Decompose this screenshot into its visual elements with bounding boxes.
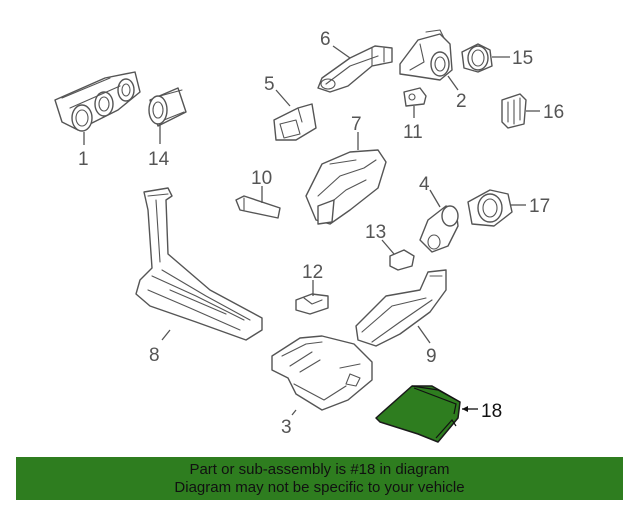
callout-2: 2: [456, 91, 467, 112]
leader-6: [332, 45, 351, 59]
callout-16: 16: [543, 102, 564, 123]
callout-13: 13: [365, 222, 386, 243]
callout-11: 11: [403, 122, 423, 143]
callout-5: 5: [264, 74, 275, 95]
notice-line-2: Diagram may not be specific to your vehi…: [174, 479, 465, 496]
part-5-vent-insert[interactable]: [273, 103, 317, 141]
callout-17: 17: [529, 196, 550, 217]
fitment-notice-banner: Part or sub-assembly is #18 in diagram D…: [16, 457, 623, 500]
part-16-vent-grille[interactable]: [501, 93, 527, 129]
leader-18-arrowhead: [462, 406, 468, 412]
part-10-seal-strip[interactable]: [235, 195, 281, 219]
leader-3: [291, 409, 297, 416]
part-2-vent-housing[interactable]: [399, 29, 453, 81]
part-4-vent-housing[interactable]: [419, 205, 459, 253]
part-9-rear-duct[interactable]: [355, 269, 447, 347]
leader-4: [429, 189, 441, 208]
part-14-vent[interactable]: [148, 87, 187, 127]
leader-2: [447, 75, 459, 91]
part-12-bracket[interactable]: [295, 293, 329, 315]
callout-4: 4: [419, 174, 430, 195]
leader-13: [381, 239, 395, 255]
part-11-clip[interactable]: [403, 87, 427, 107]
part-18-highlighted[interactable]: [375, 385, 461, 443]
callout-14: 14: [148, 149, 170, 170]
callout-1: 1: [78, 149, 89, 170]
part-13-clip[interactable]: [389, 249, 415, 271]
callout-18: 18: [481, 401, 502, 422]
callout-12: 12: [302, 262, 323, 283]
part-8-floor-duct[interactable]: [135, 187, 263, 341]
callout-7: 7: [351, 114, 362, 135]
part-6-air-duct[interactable]: [317, 45, 393, 93]
callout-3: 3: [281, 417, 292, 438]
part-15-vent-ring[interactable]: [461, 43, 493, 73]
part-3-heater-housing[interactable]: [271, 335, 373, 411]
callout-6: 6: [320, 29, 331, 50]
leader-9: [417, 325, 431, 344]
callout-8: 8: [149, 345, 160, 366]
callout-15: 15: [512, 48, 533, 69]
part-1-center-vent-assembly[interactable]: [54, 71, 141, 132]
leader-5: [275, 89, 291, 107]
callout-10: 10: [251, 168, 272, 189]
part-7-duct-assembly[interactable]: [305, 149, 387, 225]
leader-8: [161, 329, 171, 341]
part-17-vent-ring[interactable]: [467, 189, 513, 227]
notice-line-1: Part or sub-assembly is #18 in diagram: [189, 461, 450, 478]
callout-9: 9: [426, 346, 437, 367]
